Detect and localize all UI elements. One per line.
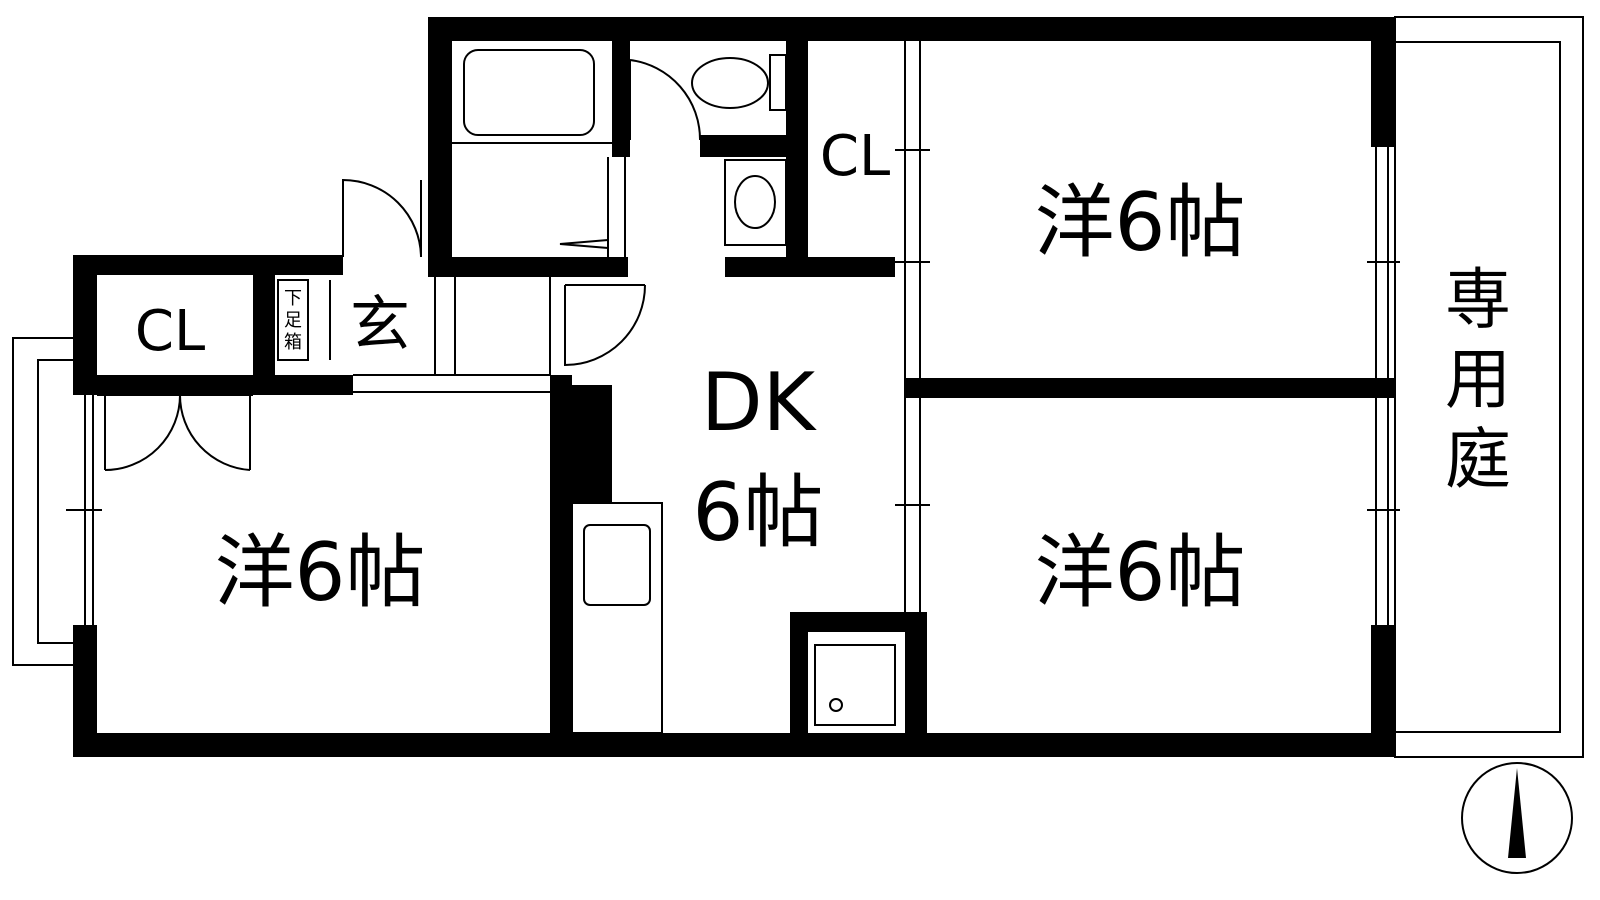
entrance-door-swing — [342, 178, 422, 258]
wash-basin-outline — [724, 159, 787, 246]
garden-label-2: 用 — [1445, 341, 1511, 418]
bathtub — [463, 49, 595, 136]
walls — [73, 17, 1395, 757]
wall-dk-east-lower — [905, 612, 927, 757]
wall-bath-bottom — [428, 257, 628, 277]
closet-door-right — [178, 394, 251, 471]
garden-label-3: 庭 — [1445, 421, 1511, 498]
dk-label-line1: DK — [701, 356, 818, 449]
fridge-space — [814, 644, 896, 726]
wash-basin-bowl — [734, 175, 776, 229]
kitchen-counter — [571, 502, 663, 734]
shoe-box-label-1: 下 — [284, 288, 302, 309]
wall-cl-west-right — [253, 275, 275, 395]
wall-north-top — [428, 17, 1395, 41]
garden-inner-outline — [1394, 41, 1561, 733]
wall-wash-right — [786, 135, 808, 277]
kitchen-sink — [583, 524, 651, 606]
wall-toilet-right — [786, 17, 808, 157]
room-west-label: 洋6帖 — [215, 526, 426, 619]
wall-entrance-bottom — [253, 375, 353, 395]
thin-lines — [12, 16, 1584, 758]
bath-door-arrow — [559, 239, 609, 249]
wall-bath-left — [428, 17, 452, 275]
wall-wash-bottom — [725, 257, 895, 277]
garden-label-1: 専 — [1445, 261, 1511, 338]
room-south-east-label: 洋6帖 — [1035, 526, 1246, 619]
wall-fridge-left — [790, 612, 808, 757]
dk-label-line2: 6帖 — [693, 466, 824, 559]
closet-door-left — [104, 394, 181, 471]
wall-toilet-bottom — [700, 135, 808, 157]
wall-east-divider — [905, 378, 1395, 398]
wall-east-top — [1371, 17, 1395, 147]
closet-west-label: CL — [135, 299, 205, 364]
wall-east-bottom — [1371, 625, 1395, 757]
shoe-box-label-2: 足 — [284, 310, 302, 331]
toilet-tank — [769, 54, 787, 111]
wall-west-dk — [550, 375, 572, 757]
closet-north-label: CL — [820, 124, 890, 189]
west-balcony-outer — [12, 337, 73, 666]
wall-west-wing-top — [73, 255, 343, 275]
wall-bath-toilet — [612, 17, 630, 157]
toilet-bowl — [691, 57, 769, 109]
wash-door-swing — [629, 59, 702, 141]
shoe-box-label-3: 箱 — [284, 332, 302, 353]
wall-fridge-top — [790, 612, 927, 632]
west-balcony-inner — [37, 359, 73, 644]
wall-dk-pillar — [572, 385, 612, 503]
fridge-drain — [829, 698, 843, 712]
room-north-east-label: 洋6帖 — [1035, 176, 1246, 269]
north-arrow-icon — [1461, 762, 1573, 874]
entrance-label: 玄 — [350, 290, 410, 360]
wall-west-top — [73, 255, 97, 395]
labels: 洋6帖 洋6帖 洋6帖 DK 6帖 CL CL 玄 下 足 箱 専 用 庭 — [135, 124, 1511, 619]
shoe-box-outline — [277, 279, 309, 361]
dk-door-swing — [564, 284, 646, 367]
wall-south — [73, 733, 1395, 757]
wall-west-room-top — [73, 375, 253, 395]
wall-west-bottom — [73, 625, 97, 757]
